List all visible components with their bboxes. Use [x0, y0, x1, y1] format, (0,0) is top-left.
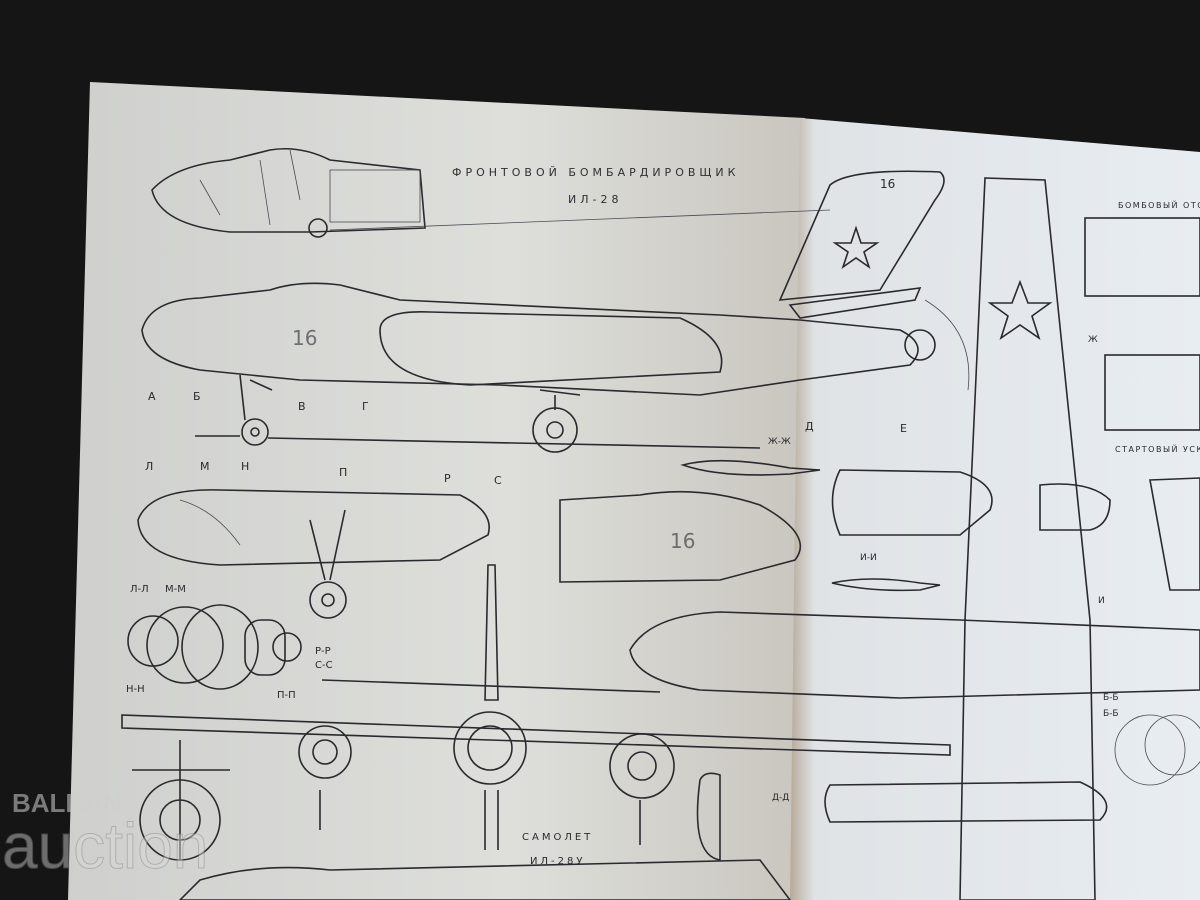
title-line1: ФРОНТОВОЙ БОМБАРДИРОВЩИК: [452, 166, 739, 179]
section-label: Ж: [1088, 335, 1098, 345]
right-page-wing-drawing: [629, 177, 1200, 900]
fin-number: 16: [880, 177, 895, 191]
bottom-title-line2: ИЛ-28У: [530, 856, 585, 867]
section-label: Р-Р: [315, 646, 331, 657]
section-label: Ж-Ж: [768, 437, 791, 447]
station-mark: Р: [444, 472, 451, 485]
caption-booster: СТАРТОВЫЙ УСКО: [1115, 443, 1200, 454]
right-page: [790, 118, 1200, 900]
station-mark: С: [494, 474, 502, 487]
bottom-title-line1: САМОЛЕТ: [522, 832, 593, 843]
station-mark: М: [200, 460, 210, 473]
red-star-emblem: [832, 225, 880, 270]
side-view-aircraft-drawing: 16 16: [141, 170, 970, 453]
section-label: М-М: [165, 584, 186, 595]
station-mark: Б: [193, 390, 201, 403]
watermark-line2: auction: [2, 810, 208, 882]
section-label: С-С: [315, 660, 333, 671]
station-mark: Г: [362, 400, 369, 413]
fuselage-number: 16: [292, 326, 317, 350]
station-marks-row2: Л М Н П Р С: [145, 460, 502, 487]
section-label: Б-Б: [1103, 709, 1119, 719]
front-view-aircraft-drawing: [121, 564, 951, 900]
station-marks-row1: А Б В Г Д Е: [148, 390, 907, 435]
watermark-line1: BALKAN: [12, 788, 122, 818]
cross-sections-drawing: Л-Л М-М Н-Н П-П Р-Р С-С Ж-Ж И-И: [126, 437, 941, 701]
station-mark: П: [339, 466, 347, 479]
station-mark: Л: [145, 460, 153, 473]
section-label: Б-Б: [1103, 693, 1119, 703]
station-mark: Н: [241, 460, 249, 473]
title-line2: ИЛ-28: [568, 193, 622, 206]
fuselage-cutaway-drawing: [137, 489, 490, 619]
caption-bomb-bay: БОМБОВЫЙ ОТСЕ: [1118, 199, 1200, 210]
station-mark: В: [298, 400, 306, 413]
nose-section-drawing: 16: [559, 490, 802, 583]
section-label: Н-Н: [126, 684, 145, 695]
wing-star-emblem: [987, 279, 1053, 340]
station-mark: Д: [805, 420, 814, 433]
cockpit-inset-drawing: [151, 147, 831, 238]
station-mark: Е: [900, 422, 907, 435]
nose-section-number: 16: [670, 529, 695, 553]
section-label: Л-Л: [130, 584, 149, 595]
section-label: Д-Д: [772, 793, 789, 803]
left-page: [68, 82, 805, 900]
station-mark: А: [148, 390, 156, 403]
section-label: И: [1098, 596, 1105, 606]
section-label: И-И: [860, 553, 877, 563]
section-label: П-П: [277, 690, 296, 701]
